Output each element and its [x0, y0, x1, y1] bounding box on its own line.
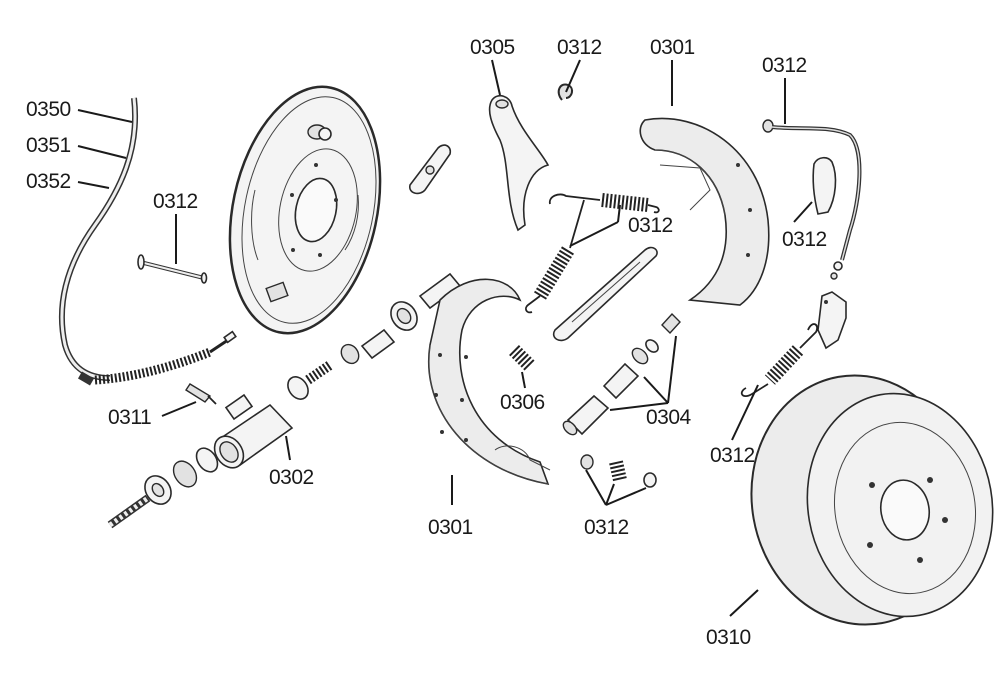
label-cable-0352: 0352 — [26, 170, 71, 193]
parking-brake-cable — [58, 97, 237, 386]
adjuster-strut — [552, 246, 658, 342]
label-bleeder: 0311 — [108, 406, 151, 429]
upper-spring-coils — [601, 193, 649, 212]
return-spring-right — [740, 323, 818, 398]
parking-brake-lever — [812, 156, 847, 350]
label-lever-right: 0312 — [782, 228, 827, 251]
label-adjuster-spring: 0306 — [500, 391, 545, 414]
label-clip-top: 0312 — [557, 36, 602, 59]
hold-down-pin — [137, 254, 208, 284]
adjuster-screw-assembly — [562, 312, 681, 436]
brake-shoe-rear — [639, 117, 770, 306]
adjuster-spring-small — [509, 345, 535, 371]
label-wire-link: 0312 — [762, 54, 807, 77]
label-shoe-rear: 0301 — [650, 36, 695, 59]
label-shoe-front: 0301 — [428, 516, 473, 539]
cable-spring-sheath — [94, 347, 212, 385]
label-drum: 0310 — [706, 626, 751, 649]
lower-spring-coils — [534, 246, 574, 300]
label-wheel-cylinder: 0302 — [269, 466, 314, 489]
part-labels: 0350 0351 0352 0312 0305 0312 0301 0312 … — [26, 36, 827, 649]
wheel-cylinder-assembly — [107, 272, 462, 529]
brake-drum — [750, 374, 994, 626]
parking-brake-wire-link — [762, 119, 862, 280]
cylinder-spring-small — [305, 360, 333, 385]
small-clip — [557, 83, 574, 101]
label-hold-down-kit: 0312 — [584, 516, 629, 539]
brake-shoe-front — [427, 278, 551, 486]
backing-plate — [228, 85, 382, 335]
label-adjuster-lever: 0305 — [470, 36, 515, 59]
label-cable-0351: 0351 — [26, 134, 71, 157]
label-cable-0350: 0350 — [26, 98, 71, 121]
leader-lines — [77, 59, 813, 617]
anchor-plate — [409, 144, 452, 195]
label-return-spring-right: 0312 — [710, 444, 755, 467]
label-adjuster-screw: 0304 — [646, 406, 692, 429]
label-hold-down-pin: 0312 — [153, 190, 198, 213]
adjuster-lever — [488, 94, 550, 232]
label-springs-mid: 0312 — [628, 214, 673, 237]
hold-down-kit — [580, 454, 657, 488]
bleeder-screw — [185, 383, 217, 405]
shoe-return-springs — [525, 193, 660, 314]
